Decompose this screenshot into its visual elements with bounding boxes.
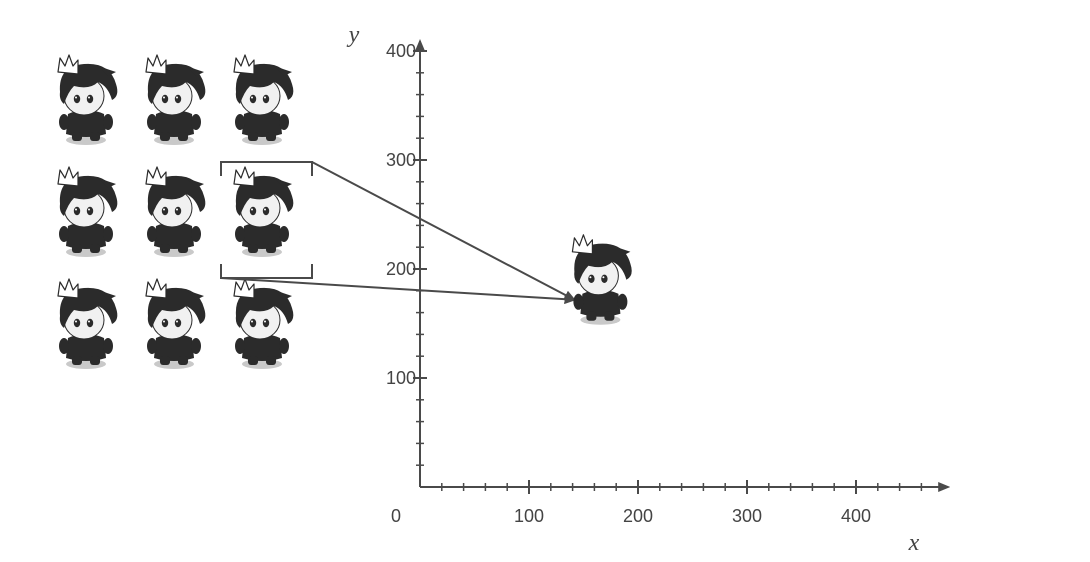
plotted-sprite-frame [571,234,633,326]
mapping-arrows [220,161,577,305]
y-tick-label: 300 [386,150,416,170]
y-tick-label: 100 [386,368,416,388]
y-tick-label: 200 [386,259,416,279]
selection-bracket [220,161,313,279]
y-tick-label: 400 [386,41,416,61]
sprite-frame-r1-c3 [233,54,294,146]
y-axis-letter: y [347,22,360,48]
coordinate-axes: 100 200 300 400 100 200 300 400 0 x y [347,22,951,556]
mapping-arrow-top [311,161,577,301]
sprite-sheet [57,54,294,370]
x-tick-labels: 100 200 300 400 [514,506,871,526]
x-tick-label: 100 [514,506,544,526]
sprite-frame-r3-c3 [233,278,294,370]
sprite-frame-r1-c1 [57,54,118,146]
selection-top-bracket [220,161,313,176]
x-tick-label: 400 [841,506,871,526]
y-tick-labels: 100 200 300 400 [386,41,416,388]
x-tick-label: 200 [623,506,653,526]
sprite-frame-r3-c2 [145,278,206,370]
selection-bottom-bracket [220,264,313,279]
x-tick-label: 300 [732,506,762,526]
sprite-frame-r3-c1 [57,278,118,370]
x-axis-letter: x [908,530,920,556]
sprite-frame-r2-c3 [233,166,294,258]
y-minor-ticks [413,50,427,466]
x-minor-ticks [441,480,923,494]
sprite-frame-r1-c2 [145,54,206,146]
origin-label: 0 [391,506,401,526]
plotted-sprite [571,234,633,326]
mapping-arrow-bottom [220,277,577,305]
sprite-frame-r2-c2 [145,166,206,258]
sprite-frame-r2-c1 [57,166,118,258]
